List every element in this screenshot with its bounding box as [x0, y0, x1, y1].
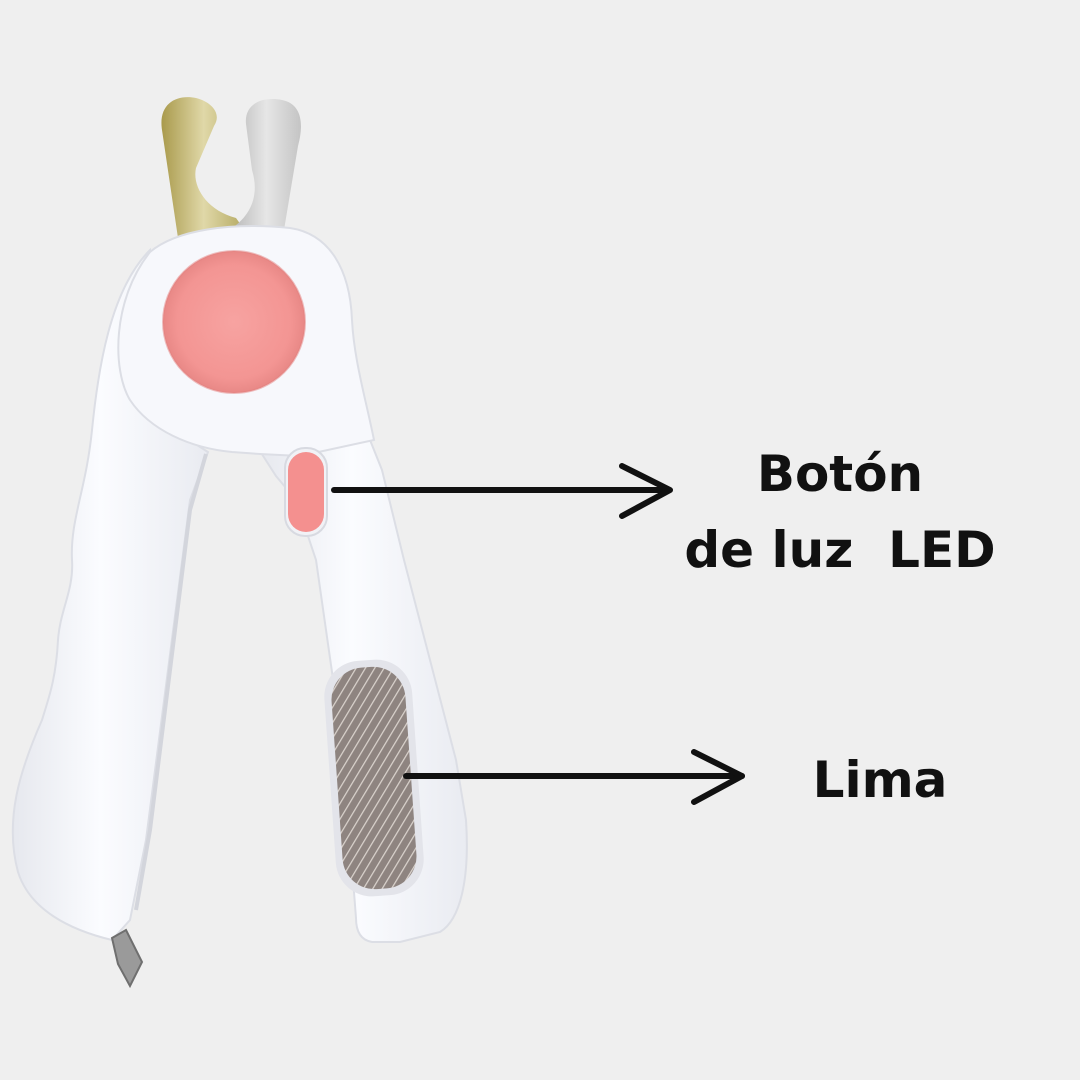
gold-blade — [161, 97, 246, 239]
silver-blade — [232, 99, 301, 230]
pink-guard-disc — [163, 251, 305, 393]
led-callout-line2: de luz LED — [684, 521, 996, 579]
metal-tip — [110, 928, 144, 989]
led-button-callout: Botón de luz LED — [660, 436, 1020, 588]
arrow-right-icon — [403, 749, 745, 805]
arrow-right-icon — [331, 463, 673, 519]
led-callout-line1: Botón — [756, 445, 924, 503]
file-callout: Lima — [812, 751, 948, 809]
